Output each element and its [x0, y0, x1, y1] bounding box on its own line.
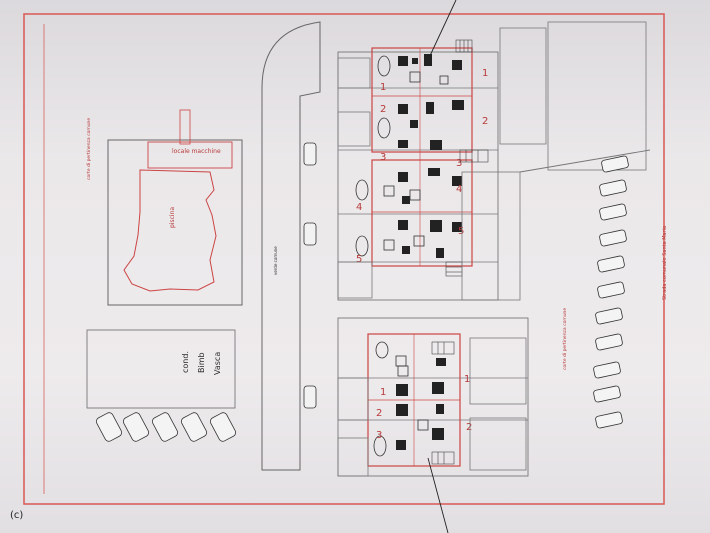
parking-cars-right [593, 155, 629, 429]
lower-building-block: 1 2 3 1 2 [337, 317, 529, 477]
svg-text:4: 4 [456, 184, 462, 195]
svg-text:4: 4 [356, 202, 362, 213]
driveway-cars [303, 142, 317, 409]
corte-label-right: corte di pertinenza comune [562, 308, 568, 370]
svg-text:1: 1 [380, 387, 386, 398]
lower-gardens [337, 337, 527, 477]
handwritten-note-1: Vasca [213, 352, 222, 375]
svg-text:2: 2 [466, 422, 472, 433]
svg-text:1: 1 [464, 374, 470, 385]
driveway-label: verde comune [273, 246, 278, 275]
pool-stair [179, 109, 191, 145]
corte-label-left: corte di pertinenza comune [86, 118, 92, 180]
svg-text:3: 3 [376, 430, 382, 441]
driveway [261, 21, 321, 471]
playground-area [86, 329, 236, 409]
copyright-mark: (c) [10, 510, 24, 521]
handwritten-note-3: cond. [181, 351, 190, 373]
strada-edge-line [519, 149, 651, 173]
svg-text:2: 2 [482, 116, 488, 127]
piscina-label: piscina [169, 207, 176, 228]
section-line-bottom [427, 457, 449, 533]
svg-text:3: 3 [380, 152, 386, 163]
upper-right-gardens [337, 21, 647, 301]
upper-building-block: 1 2 3 4 5 1 2 3 4 5 [337, 47, 499, 301]
svg-text:1: 1 [380, 82, 386, 93]
svg-text:2: 2 [380, 104, 386, 115]
locale-macchine-label: locale macchine [172, 148, 221, 155]
svg-text:2: 2 [376, 408, 382, 419]
svg-text:1: 1 [482, 68, 488, 79]
svg-text:3: 3 [456, 158, 462, 169]
strada-label: Strada comunale Santa Maria [662, 226, 668, 300]
handwritten-note-2: Bimb [197, 352, 206, 373]
locale-macchine-room [147, 141, 233, 169]
section-line-top [427, 0, 457, 61]
svg-text:5: 5 [356, 254, 362, 265]
parking-cars-left [95, 412, 237, 442]
svg-text:5: 5 [458, 226, 464, 237]
property-boundary [23, 13, 665, 505]
pool-outline [123, 169, 217, 292]
pool-area [107, 139, 243, 306]
